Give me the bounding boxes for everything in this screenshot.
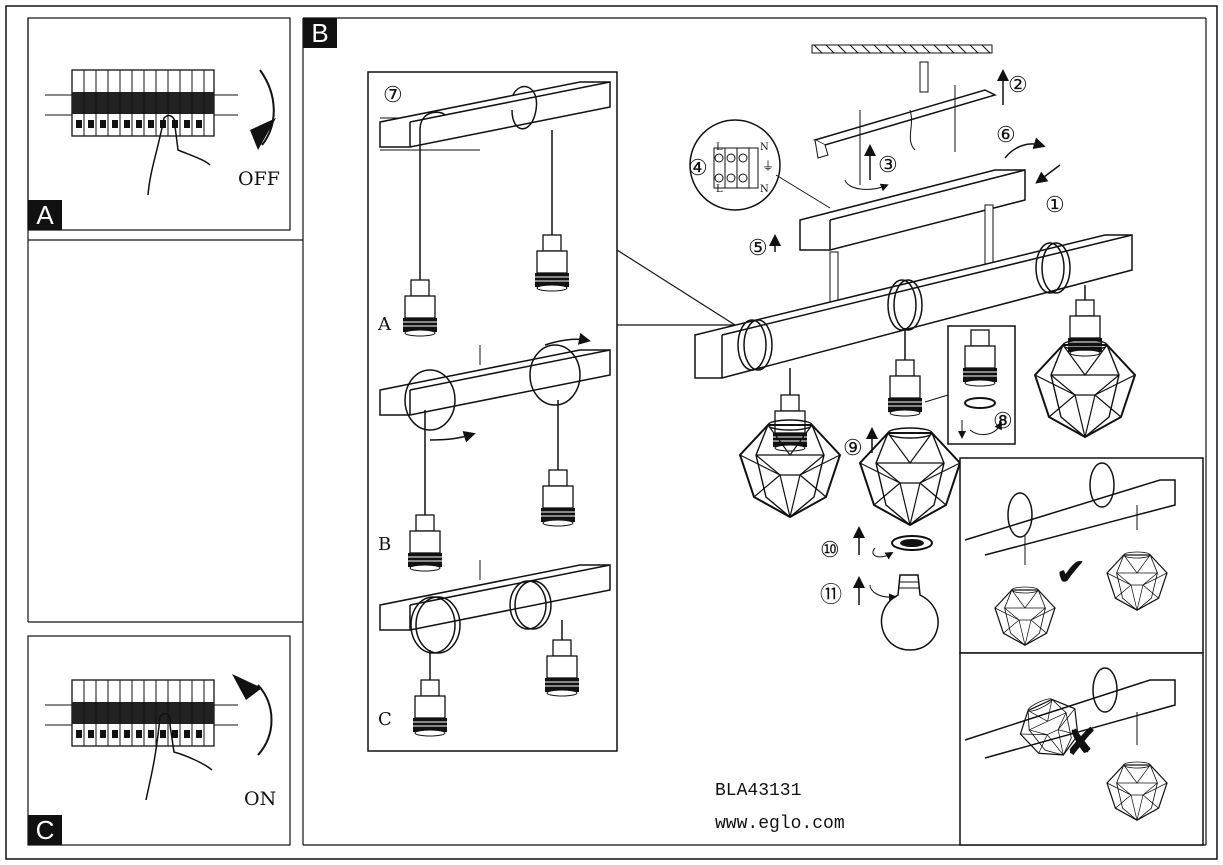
step-2-label: ② (1008, 73, 1028, 98)
terminal-block-detail (689, 119, 831, 211)
breaker-box-on (71, 679, 215, 747)
check-mark: ✔ (1055, 550, 1087, 594)
main-fixture (694, 169, 1136, 518)
cross-mark: ✘ (1065, 720, 1097, 764)
inset-step-8 (924, 325, 1016, 445)
earth-symbol: ⏚ (762, 159, 774, 173)
step-7-label: ⑦ (383, 83, 403, 108)
panel-b-tag: B (303, 18, 337, 48)
step-4-label: ④ (688, 156, 708, 181)
step-10-label: ⑩ (820, 538, 840, 563)
step-1-label: ① (1045, 193, 1065, 218)
variant-c-label: C (378, 709, 392, 730)
variant-b-label: B (378, 534, 391, 555)
breaker-box-off (71, 69, 215, 137)
terminal-n-2: N (760, 184, 769, 195)
website: www.eglo.com (715, 814, 845, 834)
shade-ring (853, 526, 933, 560)
variant-a-label: A (377, 314, 392, 335)
rotate-off-arrow (259, 69, 275, 146)
step-11-label: ⑪ (820, 583, 842, 608)
step-9-label: ⑨ (843, 436, 863, 461)
panel-c (27, 635, 291, 846)
off-caption: OFF (238, 168, 280, 190)
terminal-n: N (760, 142, 769, 153)
incorrect-example (959, 652, 1204, 846)
step-3-label: ③ (878, 153, 898, 178)
on-caption: ON (244, 788, 276, 810)
hand-on (145, 712, 213, 801)
correct-example (959, 457, 1204, 654)
ceiling-mount (811, 44, 1061, 192)
panel-c-tag: C (28, 815, 62, 845)
light-bulb (853, 574, 939, 651)
inset-step-7 (367, 71, 618, 752)
variant-c-drawing (379, 560, 611, 737)
variant-b-drawing (379, 332, 611, 572)
rotate-on-arrow (257, 684, 273, 756)
panel-a (27, 17, 291, 231)
step-8-label: ⑧ (993, 409, 1013, 434)
outer-frame (5, 5, 1218, 860)
terminal-l-2: L (716, 184, 723, 195)
model-number: BLA43131 (715, 781, 801, 801)
terminal-l: L (716, 142, 723, 153)
panel-a-tag: A (28, 200, 62, 230)
hand-off (147, 114, 211, 196)
cage-shade (859, 427, 961, 526)
step-5-label: ⑤ (748, 236, 768, 261)
step-6-label: ⑥ (996, 123, 1016, 148)
variant-a-drawing (379, 81, 611, 337)
